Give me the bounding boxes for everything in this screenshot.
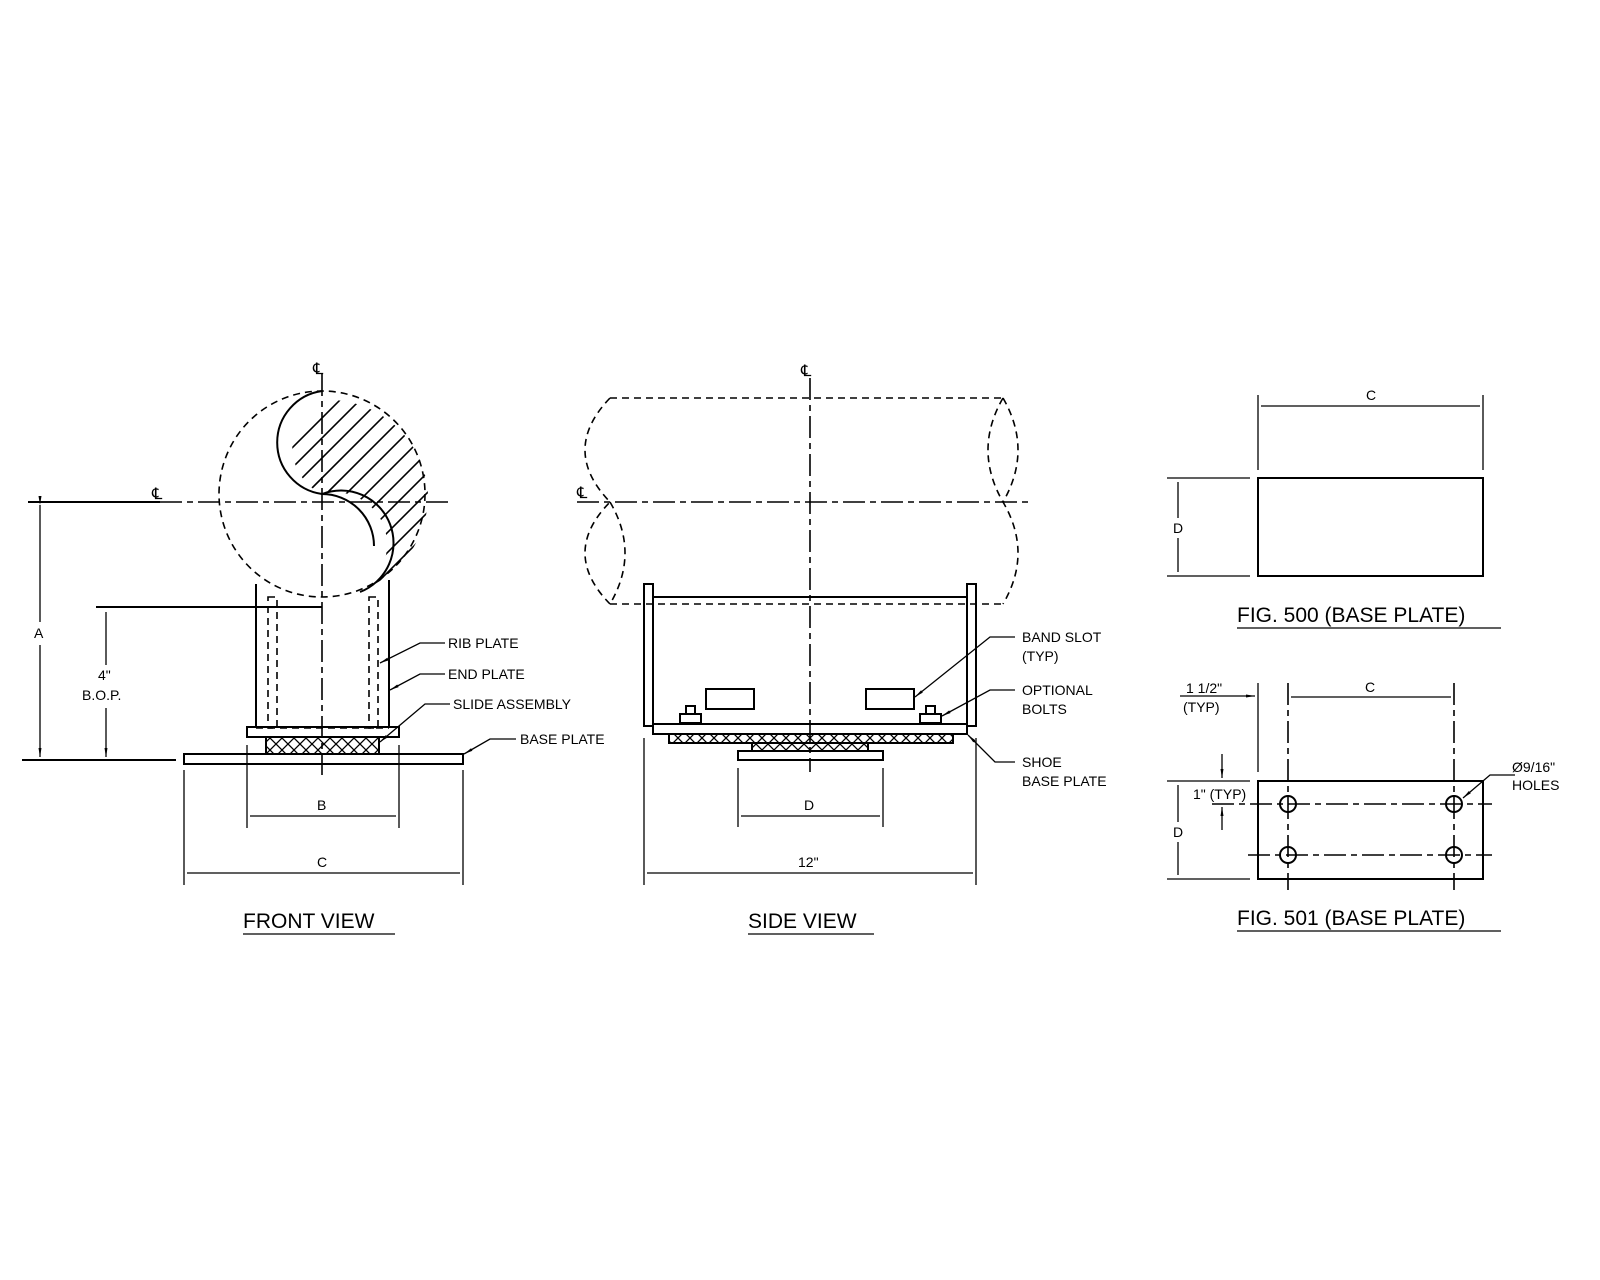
fig501-edge-horizontal-1: 1 1/2" <box>1186 680 1222 696</box>
fig501-edge-vertical: 1" (TYP) <box>1193 786 1246 802</box>
cut-section-outline <box>276 390 395 593</box>
base-plate <box>183 753 464 765</box>
section-hatching <box>292 399 429 591</box>
side-slide-lower <box>751 742 869 752</box>
callout-shoe-base-plate-2: BASE PLATE <box>1022 773 1107 789</box>
hole-top-right <box>1445 795 1463 813</box>
callout-rib-plate: RIB PLATE <box>448 635 519 651</box>
callout-slide-assembly: SLIDE ASSEMBLY <box>453 696 572 712</box>
dimension-c: C <box>317 854 327 870</box>
side-dimension-d: D <box>804 797 814 813</box>
fig500-base-plate <box>1257 477 1484 577</box>
callout-base-plate: BASE PLATE <box>520 731 605 747</box>
optional-bolt-left <box>679 705 702 724</box>
centerline-symbol-front-h: ℄ <box>151 486 163 503</box>
cut-section-outline-right <box>321 493 375 547</box>
band-slot-left <box>705 688 755 710</box>
dimension-b: B <box>317 797 326 813</box>
callout-optional-bolts-1: OPTIONAL <box>1022 682 1093 698</box>
callout-shoe-base-plate-1: SHOE <box>1022 754 1062 770</box>
hole-bottom-right <box>1445 846 1463 864</box>
fig501-base-plate <box>1257 780 1484 880</box>
dimension-bop-label: B.O.P. <box>82 687 121 703</box>
front-view: ℄ ℄ A 4" B.O.P. B C <box>22 361 605 935</box>
rib-plate-left <box>267 596 278 729</box>
fig501-dimension-c: C <box>1365 679 1375 695</box>
front-view-title: FRONT VIEW <box>243 910 375 933</box>
fig501-holes-1: Ø9/16" <box>1512 759 1555 775</box>
band-slot-right <box>865 688 915 710</box>
fig-500: C D FIG. 500 (BASE PLATE) <box>1167 387 1501 629</box>
fig500-dimension-c: C <box>1366 387 1376 403</box>
dimension-bop-value: 4" <box>98 667 111 683</box>
fig500-dimension-d: D <box>1173 520 1183 536</box>
slide-assembly <box>265 736 380 755</box>
fig501-dimension-d: D <box>1173 824 1183 840</box>
centerline-symbol-side-v: ℄ <box>800 363 812 380</box>
fig-501: 1 1/2" (TYP) C 1" (TYP) D Ø9/16" HOLES F… <box>1167 679 1559 932</box>
centerline-symbol-front-v: ℄ <box>312 361 324 378</box>
side-slide-upper <box>668 733 954 744</box>
side-view: ℄ ℄ D 12" <box>576 363 1107 935</box>
dimension-a: A <box>34 625 44 641</box>
callout-band-slot-1: BAND SLOT <box>1022 629 1102 645</box>
callout-optional-bolts-2: BOLTS <box>1022 701 1067 717</box>
optional-bolt-right <box>919 705 942 724</box>
callout-end-plate: END PLATE <box>448 666 525 682</box>
centerline-symbol-side-h: ℄ <box>576 485 588 502</box>
side-base-plate <box>737 750 884 761</box>
side-dimension-length: 12" <box>798 854 819 870</box>
hole-top-left <box>1279 795 1297 813</box>
hole-bottom-left <box>1279 846 1297 864</box>
rib-plate-right <box>368 596 379 729</box>
fig501-holes-2: HOLES <box>1512 777 1559 793</box>
callout-band-slot-2: (TYP) <box>1022 648 1059 664</box>
fig501-edge-horizontal-2: (TYP) <box>1183 699 1220 715</box>
side-view-title: SIDE VIEW <box>748 910 857 933</box>
fig501-title: FIG. 501 (BASE PLATE) <box>1237 907 1465 930</box>
side-end-plate-left <box>643 583 654 727</box>
fig500-title: FIG. 500 (BASE PLATE) <box>1237 604 1465 627</box>
